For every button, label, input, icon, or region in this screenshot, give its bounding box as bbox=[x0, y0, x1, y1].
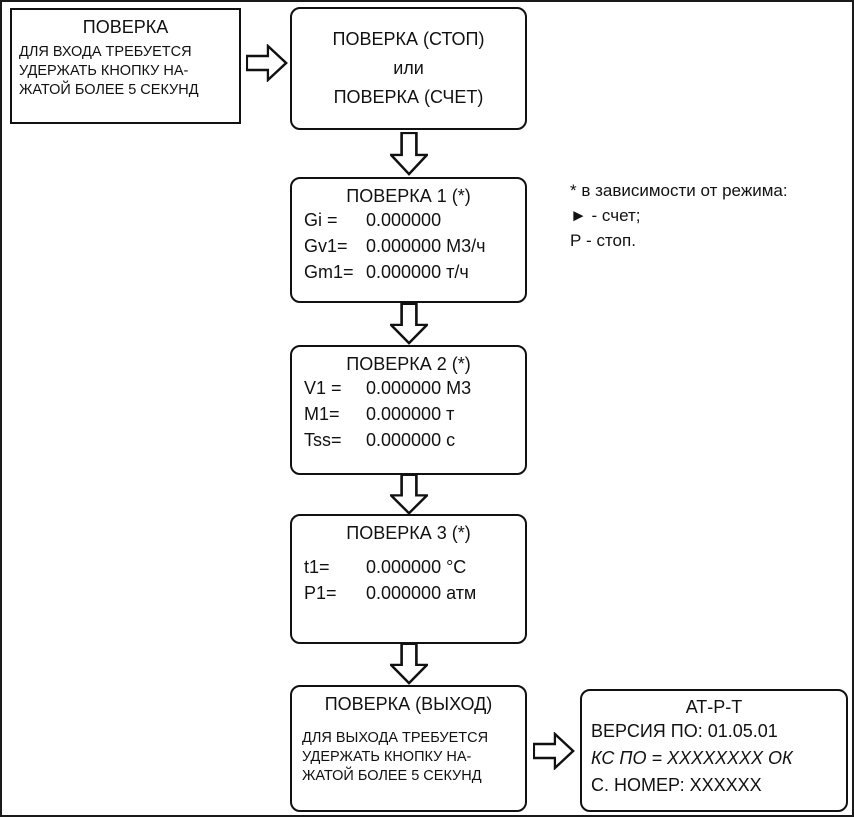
flow-arrow-right-icon bbox=[246, 44, 288, 82]
flow-arrow-down-icon bbox=[390, 643, 428, 685]
row-value: 0.000000 М3/ч bbox=[366, 236, 486, 256]
device-info-box: АТ-Р-Т ВЕРСИЯ ПО: 01.05.01 КС ПО = ХХХХХ… bbox=[580, 689, 848, 812]
data-row: Gi = 0.000000 bbox=[292, 207, 525, 233]
exit-box-title: ПОВЕРКА (ВЫХОД) bbox=[324, 694, 493, 714]
exit-box: ПОВЕРКА (ВЫХОД) ДЛЯ ВЫХОДА ТРЕБУЕТСЯ УДЕ… bbox=[290, 685, 527, 812]
mode-note-line: Р - стоп. bbox=[570, 231, 636, 250]
mode-box: ПОВЕРКА (СТОП) или ПОВЕРКА (СЧЕТ) bbox=[290, 7, 527, 130]
row-value: 0.000000 °С bbox=[366, 557, 467, 577]
exit-instruction-line: ДЛЯ ВЫХОДА ТРЕБУЕТСЯ bbox=[302, 730, 489, 746]
flow-arrow-down-icon bbox=[390, 474, 428, 515]
poverka3-title: ПОВЕРКА 3 (*) bbox=[346, 523, 471, 543]
mode-note-line: ► - счет; bbox=[570, 206, 641, 225]
data-row: t1= 0.000000 °С bbox=[292, 554, 525, 580]
row-label: t1= bbox=[304, 557, 330, 577]
row-value: 0.000000 bbox=[366, 210, 442, 230]
data-row: V1 = 0.000000 М3 bbox=[292, 375, 525, 401]
row-label: Tss= bbox=[304, 430, 342, 450]
row-value: 0.000000 М3 bbox=[366, 378, 472, 398]
checksum-line: КС ПО = ХХХХХХХХ ОК bbox=[591, 748, 793, 768]
row-label: V1 = bbox=[304, 378, 342, 398]
serial-number-line: С. НОМЕР: ХХХХХХ bbox=[591, 775, 762, 795]
entry-instruction-line: УДЕРЖАТЬ КНОПКУ НА- bbox=[19, 63, 189, 79]
mode-line-count: ПОВЕРКА (СЧЕТ) bbox=[333, 87, 484, 107]
row-value: 0.000000 атм bbox=[366, 583, 477, 603]
entry-instruction-line: ДЛЯ ВХОДА ТРЕБУЕТСЯ bbox=[19, 44, 192, 60]
data-row: Tss= 0.000000 с bbox=[292, 427, 525, 453]
mode-note: * в зависимости от режима: ► - счет; Р -… bbox=[570, 178, 788, 253]
flow-arrow-down-icon bbox=[390, 132, 428, 176]
data-row: Gv1= 0.000000 М3/ч bbox=[292, 233, 525, 259]
device-info-title: АТ-Р-Т bbox=[685, 697, 743, 717]
data-row: M1= 0.000000 т bbox=[292, 401, 525, 427]
row-value: 0.000000 с bbox=[366, 430, 456, 450]
row-value: 0.000000 т bbox=[366, 404, 455, 424]
entry-instruction-line: ЖАТОЙ БОЛЕЕ 5 СЕКУНД bbox=[19, 82, 199, 98]
data-row: Gm1= 0.000000 т/ч bbox=[292, 259, 525, 285]
poverka2-box: ПОВЕРКА 2 (*) V1 = 0.000000 М3 M1= 0.000… bbox=[290, 345, 527, 475]
poverka2-title: ПОВЕРКА 2 (*) bbox=[346, 354, 471, 374]
firmware-version-line: ВЕРСИЯ ПО: 01.05.01 bbox=[591, 721, 778, 741]
entry-box: ПОВЕРКА ДЛЯ ВХОДА ТРЕБУЕТСЯ УДЕРЖАТЬ КНО… bbox=[10, 8, 241, 124]
exit-instruction-line: ЖАТОЙ БОЛЕЕ 5 СЕКУНД bbox=[302, 768, 482, 784]
mode-line-stop: ПОВЕРКА (СТОП) bbox=[332, 29, 485, 49]
exit-box-instructions: ДЛЯ ВЫХОДА ТРЕБУЕТСЯ УДЕРЖАТЬ КНОПКУ НА-… bbox=[292, 715, 525, 786]
entry-box-title: ПОВЕРКА bbox=[82, 17, 169, 37]
data-row: P1= 0.000000 атм bbox=[292, 580, 525, 606]
row-label: Gm1= bbox=[304, 262, 354, 282]
exit-instruction-line: УДЕРЖАТЬ КНОПКУ НА- bbox=[302, 749, 472, 765]
flow-arrow-down-icon bbox=[390, 303, 428, 345]
poverka3-box: ПОВЕРКА 3 (*) t1= 0.000000 °С P1= 0.0000… bbox=[290, 514, 527, 644]
row-value: 0.000000 т/ч bbox=[366, 262, 469, 282]
row-label: P1= bbox=[304, 583, 337, 603]
poverka1-title: ПОВЕРКА 1 (*) bbox=[346, 186, 471, 206]
entry-box-instructions: ДЛЯ ВХОДА ТРЕБУЕТСЯ УДЕРЖАТЬ КНОПКУ НА- … bbox=[12, 38, 239, 100]
row-label: Gv1= bbox=[304, 236, 348, 256]
mode-note-line: * в зависимости от режима: bbox=[570, 181, 788, 200]
poverka1-box: ПОВЕРКА 1 (*) Gi = 0.000000 Gv1= 0.00000… bbox=[290, 177, 527, 303]
flow-arrow-right-icon bbox=[533, 732, 575, 770]
row-label: Gi = bbox=[304, 210, 338, 230]
row-label: M1= bbox=[304, 404, 340, 424]
mode-line-or: или bbox=[393, 58, 424, 78]
